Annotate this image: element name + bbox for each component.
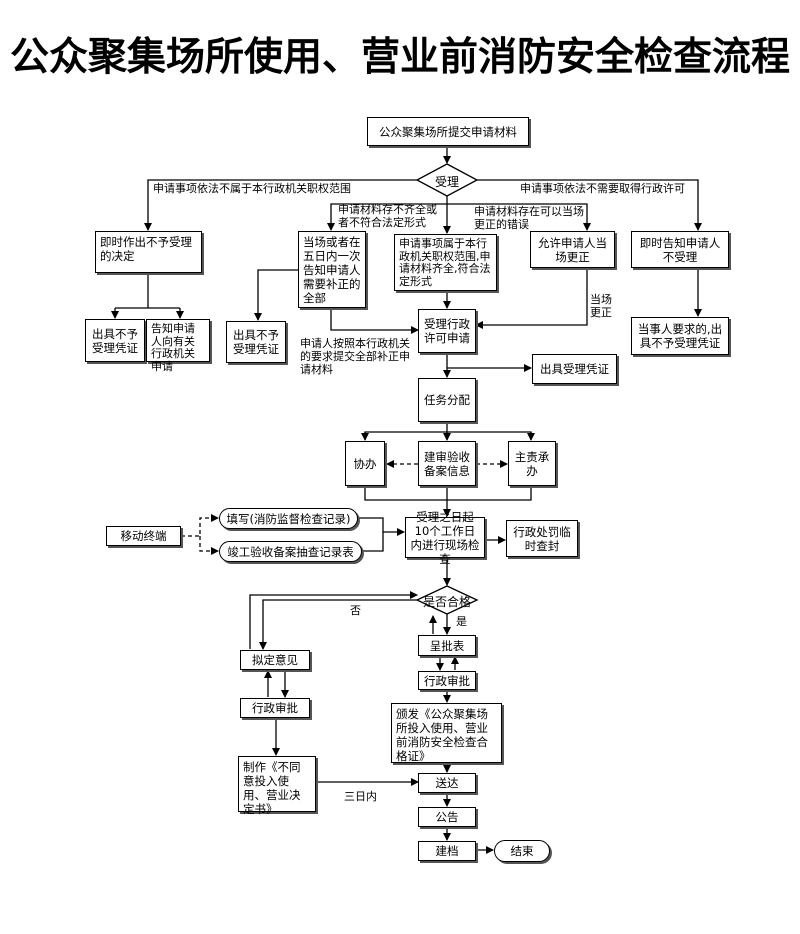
node-no-accept-cert-2: 出具不予受理凭证: [226, 321, 286, 363]
label-not-in-scope: 申请事项依法不属于本行政机关职权范围: [153, 182, 351, 195]
label-correctable: 申请材料存在可以当场更正的错误: [474, 205, 584, 231]
node-assist: 协办: [345, 441, 385, 486]
node-admin-approve-right: 行政审批: [418, 671, 476, 690]
node-admin-approve-left: 行政审批: [240, 698, 310, 718]
node-deliver: 送达: [418, 773, 476, 793]
node-main-resp: 主责承办: [508, 441, 556, 486]
label-no-license-needed: 申请事项依法不需要取得行政许可: [520, 182, 685, 195]
node-qualified: 是否合格: [422, 595, 471, 609]
node-submit: 公众聚集场所提交申请材料: [367, 117, 529, 146]
node-end: 结束: [494, 840, 550, 862]
node-draft-opinion: 拟定意见: [240, 650, 310, 670]
node-no-accept-cert-1: 出具不予受理凭证: [85, 319, 145, 362]
label-no: 否: [350, 604, 361, 617]
node-accept-cert: 出具受理凭证: [532, 354, 617, 384]
node-immediate-inform: 即时告知申请人不受理: [631, 231, 729, 268]
node-submit-table: 呈批表: [418, 635, 476, 656]
node-within-scope: 申请事项属于本行政机关职权范围,申请材料齐全,符合法定形式: [394, 234, 497, 291]
node-task-assign: 任务分配: [418, 378, 476, 422]
node-immediate-reject: 即时作出不予受理的决定: [95, 231, 202, 273]
label-correct-on-site: 当场更正: [590, 293, 612, 319]
page-title: 公众聚集场所使用、营业前消防安全检查流程: [9, 35, 790, 80]
node-site-check: 受理之日起10个工作日内进行现场检查: [405, 510, 485, 566]
node-allow-correct: 允许申请人当场更正: [530, 231, 615, 268]
node-issue-cert: 颁发《公众聚集场所投入使用、营业前消防安全检查合格证》: [391, 703, 502, 763]
node-accept: 受理: [434, 175, 459, 189]
node-fill-record: 填写(消防监督检查记录): [219, 508, 358, 529]
node-party-request: 当事人要求的,出具不予受理凭证: [631, 317, 729, 355]
label-three-days: 三日内: [344, 790, 377, 803]
label-incomplete: 申请材料存不齐全或者不符合法定形式: [338, 203, 437, 229]
node-completion-table: 竣工验收备案抽查记录表: [219, 541, 362, 562]
node-archive: 建档: [418, 841, 476, 861]
label-supplement: 申请人按照本行政机关的要求提交全部补正申请材料: [300, 337, 410, 376]
node-announce: 公告: [418, 807, 476, 827]
node-license-accept: 受理行政许可申请: [418, 309, 476, 353]
node-inform-other: 告知申请人向有关行政机关申请: [146, 319, 210, 372]
label-yes: 是: [456, 615, 467, 628]
node-mobile: 移动终端: [106, 526, 181, 546]
node-penalty: 行政处罚临时查封: [506, 520, 578, 557]
node-make-decision: 制作《不同意投入使用、营业决定书》: [238, 756, 316, 816]
node-notify-once: 当场或者在五日内一次告知申请人需要补正的全部: [298, 231, 366, 308]
node-build-info: 建审验收备案信息: [418, 441, 476, 486]
